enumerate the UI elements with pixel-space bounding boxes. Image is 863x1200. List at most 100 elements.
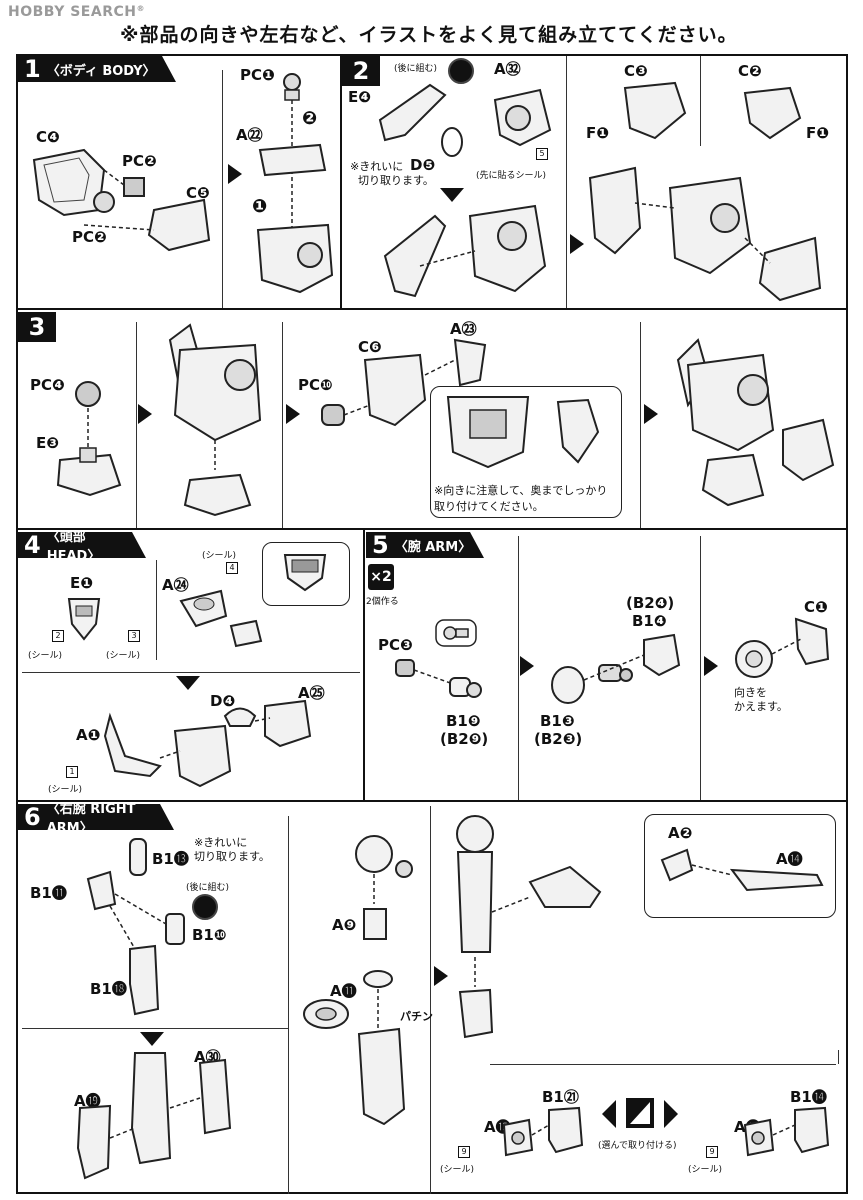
- seal-label-b: (シール): [106, 651, 141, 661]
- step5-divider-2: [700, 536, 701, 800]
- flow-arrow: [570, 234, 584, 254]
- watermark: HOBBY SEARCH®: [8, 4, 145, 20]
- label-e4: E❹: [348, 88, 371, 106]
- head-callout: [262, 542, 350, 606]
- label-b121: B1㉑: [542, 1088, 579, 1106]
- label-pc3: PC❸: [378, 636, 413, 654]
- note-orientation: ※向きに注意して、奥までしっかり: [434, 484, 608, 497]
- label-a23: A㉓: [450, 320, 477, 338]
- label-b24: (B2❹): [626, 594, 675, 612]
- hand-options-callout: [644, 814, 836, 918]
- step6-options-tick: [838, 1050, 839, 1064]
- waist-parts-illustration: [56, 381, 122, 497]
- label-c5: C❺: [186, 184, 210, 202]
- shoulder-assembled-illustration: [383, 204, 547, 298]
- flow-arrow: [520, 656, 534, 676]
- label-a24: A㉔: [162, 576, 189, 594]
- note-behind: (後に組む): [394, 64, 438, 74]
- label-b114: B1⓮: [790, 1088, 827, 1106]
- flow-arrow: [434, 966, 448, 986]
- label-b111: B1⓫: [30, 884, 67, 902]
- step6-header: 6〈右腕 RIGHT ARM〉: [18, 804, 174, 830]
- label-c6: C❻: [358, 338, 382, 356]
- forearm-assembled-illustration: [76, 1052, 232, 1180]
- label-c3: C❸: [624, 62, 648, 80]
- label-a11: A⓫: [330, 982, 357, 1000]
- label-b13: B1❸: [540, 712, 575, 730]
- note-seal-first: (先に貼るシール): [476, 171, 547, 181]
- page-frame: [16, 54, 848, 1194]
- label-a2: A❷: [668, 824, 693, 842]
- label-c2: C❷: [738, 62, 762, 80]
- label-f1: F❶: [586, 124, 609, 142]
- label-b118: B1⓲: [90, 980, 127, 998]
- shoulder-armor-illustration: [588, 81, 822, 302]
- flow-arrow-down: [176, 676, 200, 690]
- label-pc10: PC❿: [298, 376, 333, 394]
- body-parts-illustration: [32, 148, 211, 252]
- label-pc4: PC❹: [30, 376, 65, 394]
- sticker-9-b: 9: [706, 1146, 718, 1158]
- blade-parts-illustration: [660, 848, 824, 892]
- label-b110: B1❿: [192, 926, 227, 944]
- sticker-5: 5: [536, 148, 548, 160]
- flow-arrow: [704, 656, 718, 676]
- head-callout-illustration: [283, 554, 327, 592]
- label-a32: A㉜: [494, 60, 521, 78]
- label-pc2-b: PC❷: [72, 228, 107, 246]
- step6-options-divider: [490, 1064, 836, 1065]
- label-b23: (B2❸): [534, 730, 583, 748]
- divider-row2: [16, 528, 848, 530]
- elbow-assembly-illustration: [303, 835, 413, 1126]
- note-clean-cut: ※きれいに: [350, 160, 404, 173]
- upper-arm-illustration: [551, 633, 681, 704]
- skirt-parts-illustration: [321, 338, 487, 427]
- note-behind-6: (後に組む): [186, 883, 230, 893]
- sticker-2: 2: [52, 630, 64, 642]
- note-click: パチン: [400, 1010, 433, 1023]
- step5-divider-1: [518, 536, 519, 800]
- callout-illustration: [446, 396, 600, 469]
- step3-divider-2: [282, 322, 283, 528]
- step1-divider: [222, 70, 223, 308]
- step1-header: 1〈ボディ BODY〉: [18, 56, 176, 82]
- step5-header: 5〈腕 ARM〉: [366, 532, 484, 558]
- forearm-parts-illustration: [86, 838, 185, 1016]
- label-pc2: PC❷: [122, 152, 157, 170]
- label-d5: D❺: [410, 156, 436, 174]
- seal-label-e: (シール): [440, 1165, 475, 1175]
- label-a9: A❾: [332, 916, 357, 934]
- label-f1-b: F❶: [806, 124, 829, 142]
- choose-icon: [602, 1098, 678, 1128]
- flow-arrow: [286, 404, 300, 424]
- divider-step1-2: [340, 54, 342, 308]
- step4-hdivider: [22, 672, 360, 673]
- step3-header: 3: [18, 312, 56, 342]
- step6-divider-1: [288, 816, 289, 1194]
- divider-row3: [16, 800, 848, 802]
- step6-divider-2: [430, 806, 431, 1194]
- step4-divider: [156, 560, 157, 660]
- note-attach: 取り付けてください。: [434, 500, 544, 513]
- seal-label: (シール): [28, 651, 63, 661]
- hand-option-a-illustration: [502, 1106, 584, 1157]
- note-clean-cut-6: ※きれいに: [194, 836, 248, 849]
- label-b29: (B2❾): [440, 730, 489, 748]
- sticker-black-circle-6: [192, 894, 218, 920]
- note-cut: 切り取ります。: [358, 174, 434, 187]
- flow-arrow: [138, 404, 152, 424]
- note-turn-2: かえます。: [734, 700, 788, 713]
- torso-waist-illustration: [168, 323, 262, 517]
- step3-divider-3: [640, 322, 641, 528]
- order-1: ❶: [252, 196, 268, 217]
- divider-step4-5: [363, 528, 365, 800]
- step6-hdivider: [22, 1028, 288, 1029]
- sticker-9: 9: [458, 1146, 470, 1158]
- quantity-note: 2個作る: [366, 597, 399, 607]
- step2-header: 2: [342, 56, 380, 86]
- label-d4: D❹: [210, 692, 236, 710]
- shoulder-parts-illustration: [378, 83, 552, 157]
- flow-arrow-down: [140, 1032, 164, 1046]
- divider-row1: [16, 308, 848, 310]
- instruction-banner: ※部品の向きや左右など、イラストをよく見て組み立ててください。: [120, 24, 738, 46]
